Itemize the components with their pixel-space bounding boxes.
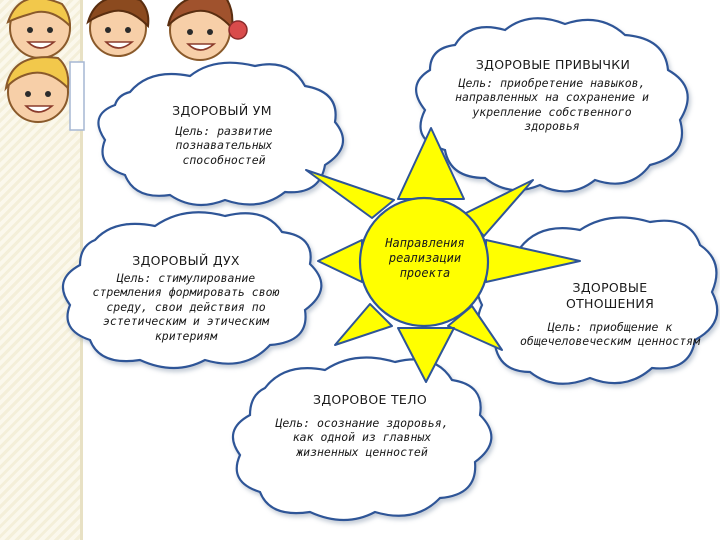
child-face-4 [4,56,70,123]
node-relations-title: ЗДОРОВЫЕ ОТНОШЕНИЯ [565,280,655,311]
sun-ray-bottom-left [334,303,393,346]
sun-ray-top-left [305,169,395,219]
node-habits-title: ЗДОРОВЫЕ ПРИВЫЧКИ [475,57,631,72]
sun-ray-bottom [397,327,455,383]
cloud-habits [415,17,689,193]
node-mind-goal: Цель: развитие познавательных способност… [175,124,273,167]
node-relations-goal: Цель: приобщение к общечеловеческим ценн… [519,320,700,349]
child-face-3 [167,0,248,61]
paper-sheet [69,61,85,131]
center-label: Направления реализации проекта [385,236,465,280]
node-body-goal: Цель: осознание здоровья, как одной из г… [275,416,449,459]
node-body-title: ЗДОРОВОЕ ТЕЛО [313,392,427,407]
node-habits-goal: Цель: приобретение навыков, направленных… [455,76,649,134]
node-mind-title: ЗДОРОВЫЙ УМ [172,103,272,118]
sun-core [358,196,490,328]
node-spirit-title: ЗДОРОВЫЙ ДУХ [132,253,240,268]
node-spirit-goal: Цель: стимулирование стремления формиров… [92,271,280,343]
child-face-1 [6,0,72,59]
child-face-2 [86,0,150,57]
cloud-spirit [61,211,323,370]
cloud-body [231,356,493,522]
cloud-mind [97,61,345,207]
sun-ray-left [317,239,363,283]
children-illustration [4,0,248,131]
